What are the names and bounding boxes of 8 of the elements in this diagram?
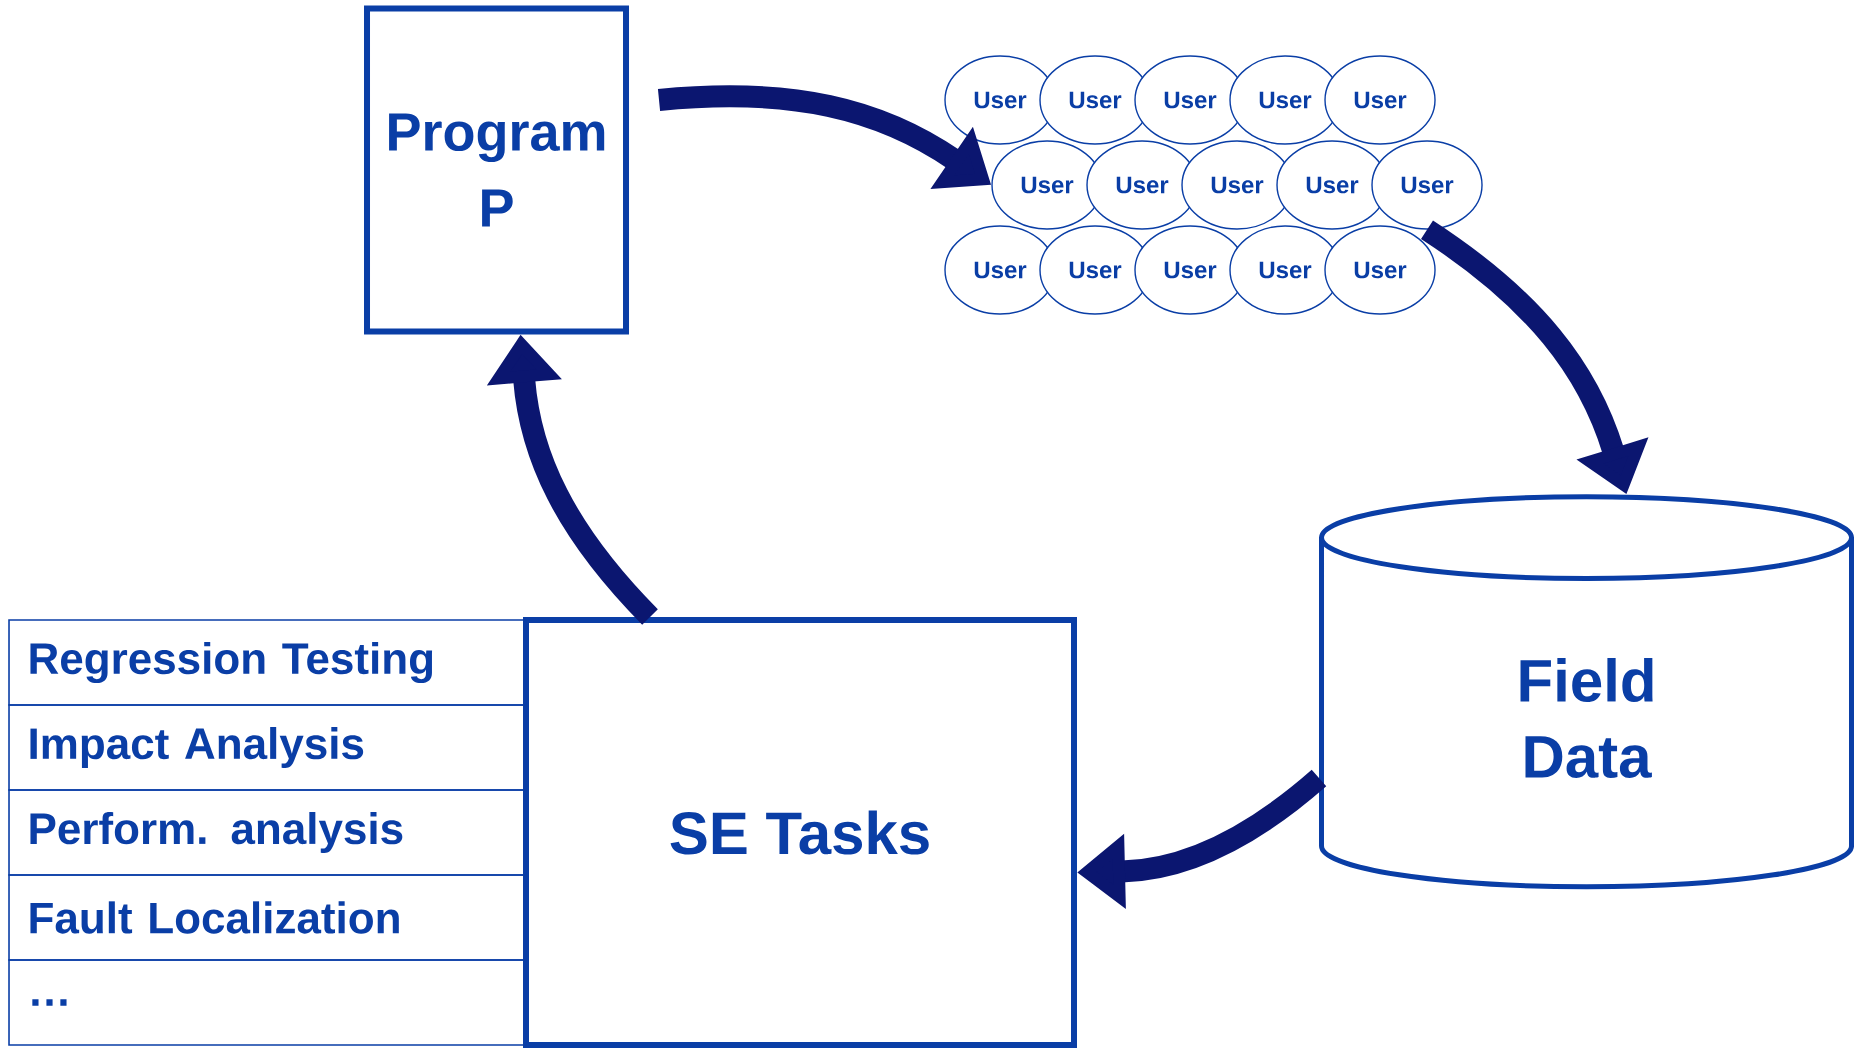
database-cylinder: Field Data [1319,494,1854,890]
program-box: Program P [364,5,629,335]
table-cell: Impact Analysis [8,704,527,791]
table-cell: Perform. analysis [8,789,527,876]
task-box: SE Tasks [523,617,1077,1048]
table-cell: Regression Testing [8,619,527,706]
table-cell: … [8,959,527,1046]
table-cell: Fault Localization [8,874,527,961]
